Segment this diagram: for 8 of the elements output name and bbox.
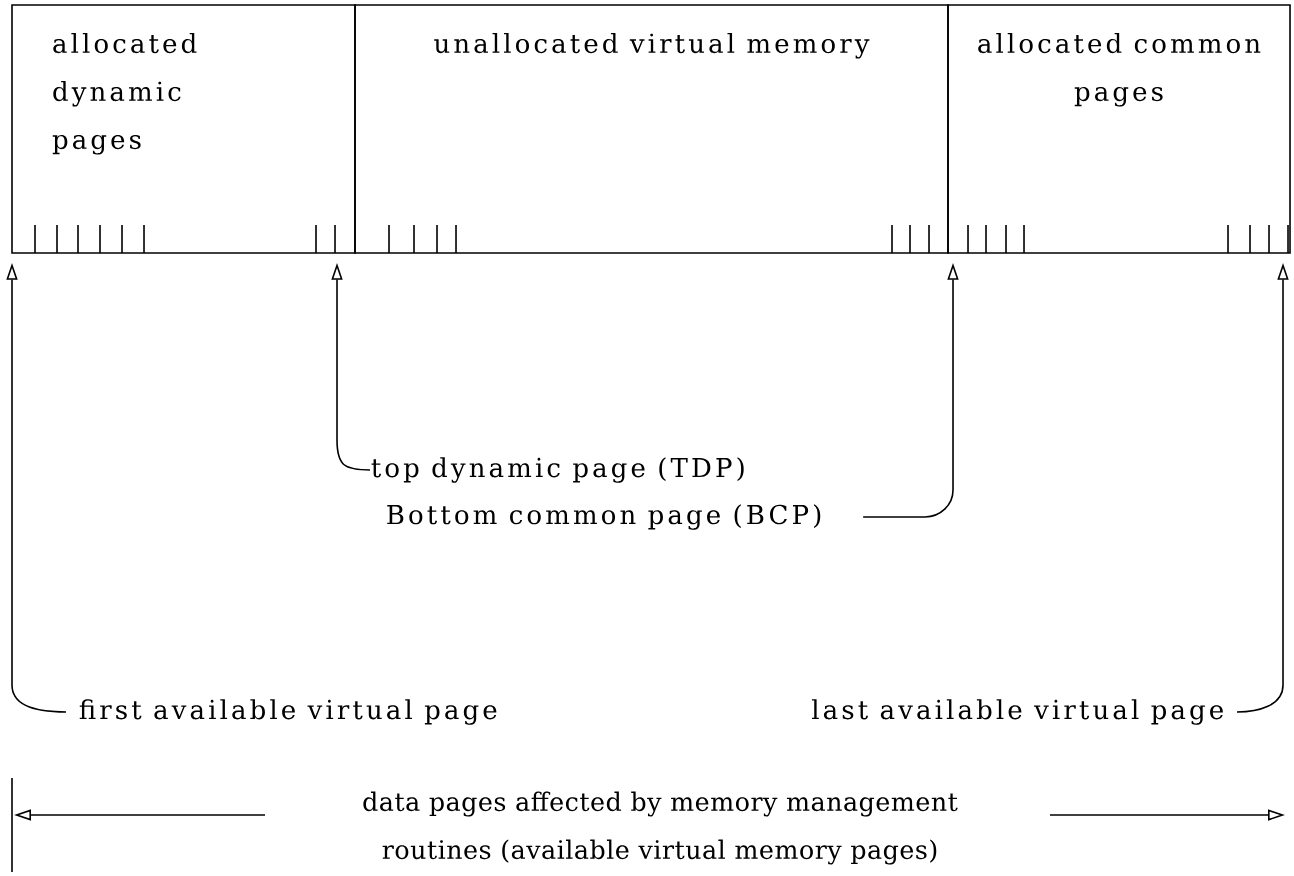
pointer-label: top dynamic page (TDP) [371, 457, 744, 483]
pointer-label: Bottom common page (BCP) [387, 504, 821, 530]
memory-region: allocated common pages [947, 4, 1291, 254]
pointer-label: first available virtual page [79, 699, 497, 725]
dimension-label: data pages affected by memory management routines (available virtual memory pages) [363, 791, 958, 865]
memory-region: allocated dynamic pages [11, 4, 356, 254]
memory-region: unallocated virtual memory [354, 4, 949, 254]
pointer-label: last available virtual page [812, 699, 1223, 725]
